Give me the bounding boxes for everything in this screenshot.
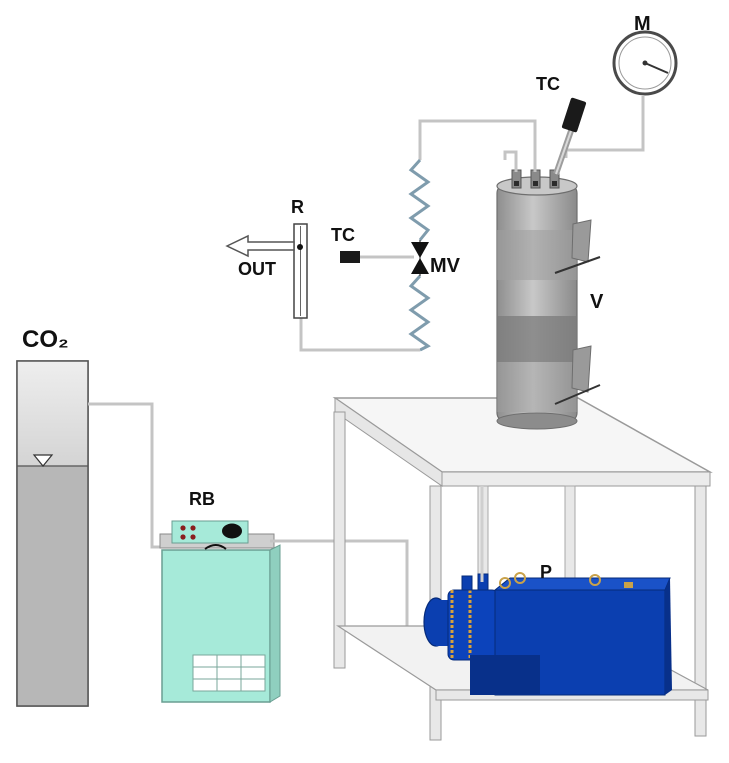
bath-label: RB bbox=[189, 489, 215, 509]
thermocouple-top bbox=[553, 97, 587, 175]
thermocouple-mid bbox=[340, 251, 414, 263]
co2-cylinder bbox=[16, 360, 89, 707]
thermocouple-mid-label: TC bbox=[331, 225, 355, 245]
gas-supply-line bbox=[88, 402, 180, 549]
heating-coil bbox=[299, 158, 431, 352]
level-marker-icon bbox=[32, 454, 54, 467]
bowtie-valve-icon bbox=[411, 240, 429, 276]
co2-label: CO₂ bbox=[22, 326, 69, 353]
restrictor-label: R bbox=[291, 197, 304, 217]
thermocouple-top-label: TC bbox=[536, 74, 560, 94]
outlet-label: OUT bbox=[238, 259, 276, 279]
arrow-left-icon bbox=[225, 234, 295, 258]
vessel-label: V bbox=[590, 291, 604, 313]
extraction-vessel bbox=[496, 169, 601, 430]
refrigerated-bath bbox=[159, 520, 281, 703]
gauge-label: M bbox=[634, 13, 651, 35]
restrictor bbox=[293, 223, 308, 319]
cooled-line bbox=[270, 539, 409, 610]
pump-label: P bbox=[540, 562, 553, 582]
valve-label: MV bbox=[430, 255, 460, 277]
pump bbox=[423, 572, 672, 696]
pressure-gauge-icon bbox=[612, 30, 678, 96]
